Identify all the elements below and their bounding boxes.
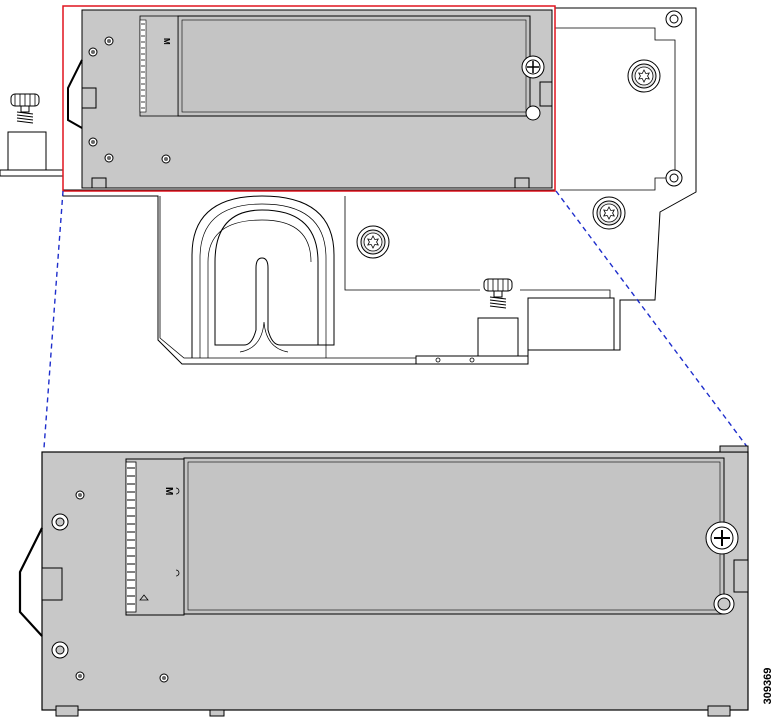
phillips-screw-icon — [521, 55, 545, 79]
torx-screw-icon — [627, 59, 661, 93]
callout-line-left — [43, 190, 64, 449]
connector-key-label: M — [163, 487, 174, 495]
top-assembly: M — [0, 5, 697, 365]
torx-screw-icon — [592, 196, 626, 230]
figure-number: 309369 — [762, 667, 774, 705]
spring-plunger-icon — [10, 93, 40, 124]
highlight-box — [62, 5, 556, 192]
torx-screw-icon — [356, 225, 390, 259]
cable-channel — [191, 195, 335, 358]
m2-board-enlarged: M — [18, 445, 749, 717]
connector-key-label-small: M — [162, 38, 171, 45]
m2-board-small: M — [67, 9, 553, 189]
mounting-holes — [51, 490, 169, 683]
phillips-screw-icon — [705, 521, 739, 555]
sled-inner-edge — [555, 27, 676, 191]
